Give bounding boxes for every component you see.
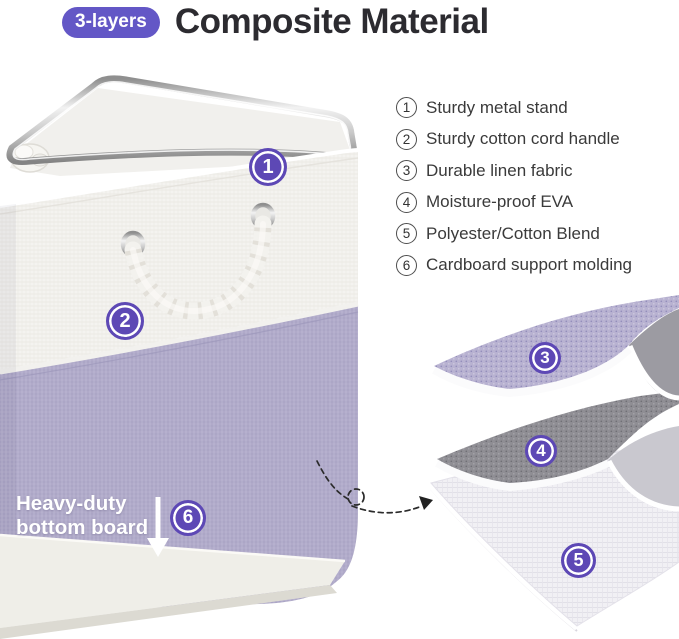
callout-eva-layer: 4 xyxy=(525,435,557,467)
dashed-arrow-icon xyxy=(316,460,433,514)
callout-number: 2 xyxy=(119,309,131,332)
feature-list: 1 Sturdy metal stand 2 Sturdy cotton cor… xyxy=(396,97,679,286)
feature-number: 6 xyxy=(396,254,417,276)
page-title: Composite Material xyxy=(174,2,489,41)
feature-text: Polyester/Cotton Blend xyxy=(426,223,600,243)
feature-number: 4 xyxy=(396,191,417,213)
down-arrow-icon xyxy=(147,497,169,557)
fabric-left-shade xyxy=(0,204,16,612)
feature-text: Sturdy metal stand xyxy=(426,97,568,117)
feature-item-cardboard: 6 Cardboard support molding xyxy=(396,254,679,276)
callout-bottom-board: 6 xyxy=(170,500,206,536)
layer-sheet-blend xyxy=(428,446,679,632)
metal-stand-rim xyxy=(6,75,357,166)
rope-handle xyxy=(124,215,272,320)
feature-item-metal-stand: 1 Sturdy metal stand xyxy=(396,97,679,118)
feature-text: Sturdy cotton cord handle xyxy=(426,129,620,148)
header: 3-layers Composite Material xyxy=(62,3,489,41)
feature-item-cord-handle: 2 Sturdy cotton cord handle xyxy=(396,128,679,150)
feature-number: 3 xyxy=(396,160,417,181)
fabric-purple-section xyxy=(0,301,359,612)
feature-number: 2 xyxy=(396,128,417,150)
feature-number: 5 xyxy=(396,223,417,244)
feature-item-eva: 4 Moisture-proof EVA xyxy=(396,191,679,213)
feature-text: Durable linen fabric xyxy=(426,160,573,180)
bottom-board-caption: Heavy-duty bottom board xyxy=(16,492,148,540)
layer-sheet-eva xyxy=(435,391,679,512)
caption-line-2: bottom board xyxy=(16,516,149,539)
callout-number: 5 xyxy=(573,550,584,570)
caption-line-1: Heavy-duty xyxy=(16,492,127,515)
callout-number: 4 xyxy=(536,441,546,460)
feature-item-linen-fabric: 3 Durable linen fabric xyxy=(396,160,679,181)
callout-blend-layer: 5 xyxy=(561,543,596,578)
callout-linen-fabric: 3 xyxy=(529,342,561,374)
feature-item-blend: 5 Polyester/Cotton Blend xyxy=(396,223,679,244)
layer-sheet-linen xyxy=(432,295,679,401)
feature-text: Moisture-proof EVA xyxy=(426,192,574,211)
feature-number: 1 xyxy=(396,97,417,118)
callout-number: 1 xyxy=(262,155,274,178)
basket-illustration xyxy=(0,75,359,639)
bottom-board xyxy=(0,533,346,639)
callout-cord-handle: 2 xyxy=(106,302,144,340)
callout-number: 3 xyxy=(540,348,550,367)
callout-metal-stand: 1 xyxy=(249,148,287,186)
feature-text: Cardboard support molding xyxy=(426,255,633,274)
layers-badge: 3-layers xyxy=(62,6,160,38)
callout-number: 6 xyxy=(182,507,194,528)
